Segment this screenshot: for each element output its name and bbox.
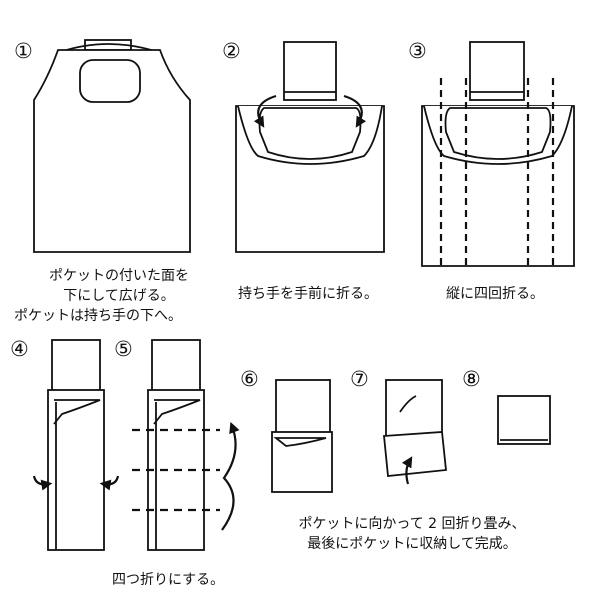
step-5-strip (147, 339, 205, 551)
step-7-pack (383, 379, 447, 477)
fold-line (132, 428, 220, 512)
step-number: ④ (10, 337, 29, 361)
step-3-bag (421, 41, 575, 267)
step-6-pack (271, 379, 333, 493)
step-number: ③ (408, 39, 427, 63)
steps-4-5-caption: 四つ折りにする。 (112, 572, 225, 588)
step-number: ② (222, 39, 241, 63)
fold-arrow-icon (221, 421, 240, 531)
step-number: ⑤ (114, 337, 133, 361)
step-number: ⑧ (462, 367, 481, 391)
fold-line (439, 78, 555, 268)
step-number: ⑥ (240, 367, 259, 391)
fold-arrow-icon (253, 94, 367, 128)
step-1-bag (33, 39, 191, 253)
step-3-caption: 縦に四回折る。 (446, 286, 544, 302)
step-2-caption: 持ち手を手前に折る。 (238, 286, 378, 302)
step-number: ⑦ (350, 367, 369, 391)
step-2-bag (235, 41, 385, 253)
step-4-strip (47, 339, 105, 551)
step-1-caption: ポケットの付いた面を 下にして広げる。 ポケットは持ち手の下へ。 (14, 268, 189, 324)
fold-arrow-icon (32, 475, 120, 491)
fold-arrow-icon (401, 456, 413, 485)
step-8-pack (497, 395, 551, 445)
step-number: ① (14, 39, 33, 63)
steps-6-8-caption: ポケットに向かって 2 回折り畳み、 最後にポケットに収納して完成。 (298, 516, 526, 552)
